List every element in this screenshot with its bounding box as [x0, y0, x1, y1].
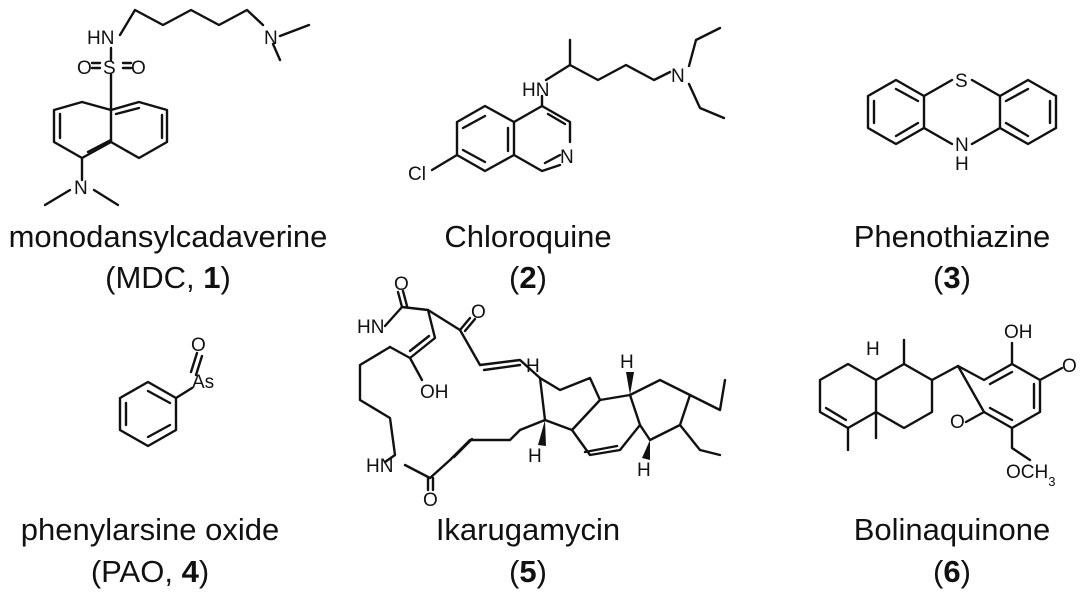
atom-h-3: H: [955, 154, 969, 175]
structure-chloroquine: HN N N Cl: [408, 26, 726, 185]
caption-name-4: phenylarsine oxide: [21, 512, 280, 547]
structure-pao: O As: [118, 335, 214, 448]
atom-n-1b: N: [74, 178, 88, 199]
caption-name-5: Ikarugamycin: [436, 512, 620, 547]
caption-abbr-4: PAO,: [101, 554, 181, 589]
structure-bolinaquinone: H OH O O OCH3: [818, 322, 1077, 489]
caption-id-4: (PAO, 4): [91, 554, 209, 589]
caption-id-2: (2): [509, 260, 547, 295]
atom-o-1b: O: [131, 58, 146, 79]
atom-hn-1: HN: [87, 28, 114, 49]
och3-label: OCH: [1006, 462, 1048, 483]
caption-name-6: Bolinaquinone: [854, 512, 1051, 547]
caption-name-1: monodansylcadaverine: [9, 219, 328, 254]
atom-s-1: S: [103, 58, 116, 79]
caption-number-6: 6: [943, 554, 960, 589]
atom-n-1a: N: [264, 28, 278, 49]
atom-o-4: O: [191, 335, 206, 356]
atom-h-5d: H: [637, 460, 651, 481]
atom-cl-2: Cl: [408, 164, 426, 185]
atom-oh-6: OH: [1004, 322, 1033, 343]
atom-h-5b: H: [620, 352, 634, 373]
atom-o-5b: O: [471, 302, 486, 323]
atom-o-5a: O: [394, 274, 409, 295]
atom-o-5c: O: [423, 490, 438, 511]
atom-h-5c: H: [528, 446, 542, 467]
atom-o-6a: O: [1062, 356, 1077, 377]
atom-n-3: N: [955, 135, 969, 156]
atom-h-6: H: [866, 339, 880, 360]
atom-hn-2: HN: [522, 80, 549, 101]
atom-o-6b: O: [950, 412, 965, 433]
caption-number-2: 2: [519, 260, 536, 295]
structure-mdc: HN S O O N N: [43, 8, 311, 207]
caption-number-4: 4: [182, 554, 200, 589]
atom-n-2b: N: [671, 66, 685, 87]
caption-number-1: 1: [203, 260, 220, 295]
caption-name-3: Phenothiazine: [854, 219, 1051, 254]
atom-as-4: As: [192, 372, 214, 393]
caption-id-6: (6): [933, 554, 971, 589]
caption-id-1: (MDC, 1): [105, 260, 231, 295]
och3-subscript: 3: [1048, 474, 1055, 489]
caption-number-5: 5: [519, 554, 536, 589]
caption-name-2: Chloroquine: [444, 219, 611, 254]
caption-number-3: 3: [943, 260, 960, 295]
atom-hn-5b: HN: [366, 456, 393, 477]
atom-oh-5: OH: [420, 382, 449, 403]
atom-o-1a: O: [77, 58, 92, 79]
atom-hn-5a: HN: [357, 317, 384, 338]
atom-och3-6: OCH3: [1006, 462, 1055, 489]
atom-n-2a: N: [560, 147, 574, 168]
caption-id-3: (3): [933, 260, 971, 295]
atom-s-3: S: [955, 71, 968, 92]
caption-id-5: (5): [509, 554, 547, 589]
structure-phenothiazine: S N H: [866, 71, 1058, 175]
atom-h-5a: H: [526, 356, 540, 377]
caption-abbr-1: MDC,: [115, 260, 203, 295]
structure-ikarugamycin: HN O O OH HN O H H H H: [357, 274, 727, 511]
